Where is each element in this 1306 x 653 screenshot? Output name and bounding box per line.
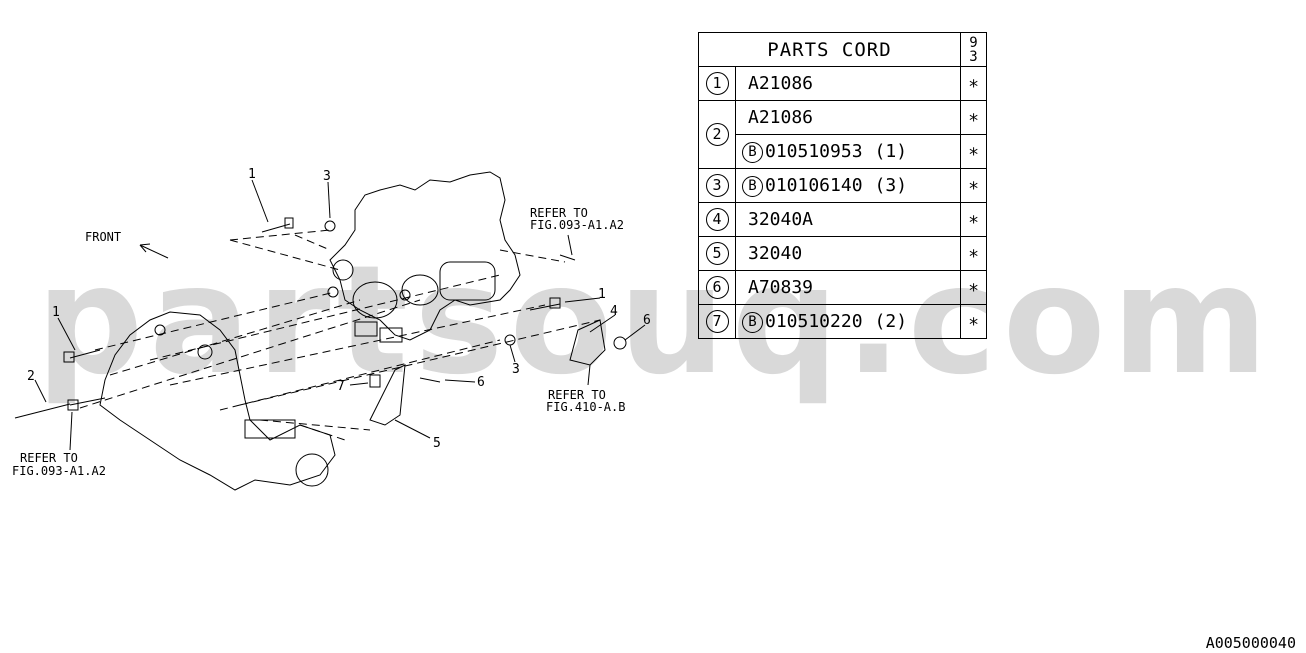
applicability-mark: ∗ bbox=[960, 270, 987, 305]
callout-6-mid: 6 bbox=[477, 375, 485, 390]
refer-top-line1: REFER TO bbox=[530, 206, 588, 220]
table-row: 1 A21086 ∗ bbox=[698, 66, 987, 101]
transmission-outline bbox=[329, 171, 521, 341]
applicability-mark: ∗ bbox=[960, 236, 987, 271]
applicability-mark: ∗ bbox=[960, 66, 987, 101]
callout-2-left: 2 bbox=[27, 369, 35, 384]
table-header: PARTS CORD 9 3 bbox=[698, 32, 987, 67]
callout-5: 5 bbox=[433, 436, 441, 451]
part-code: 010106140 bbox=[765, 174, 863, 196]
part-qty: (1) bbox=[874, 140, 908, 162]
table-row: 5 32040 ∗ bbox=[698, 236, 987, 271]
ref-number: 1 bbox=[705, 72, 729, 95]
refer-left-line1: REFER TO bbox=[20, 451, 78, 465]
part-code: 32040A bbox=[748, 209, 814, 230]
year-bottom: 3 bbox=[969, 48, 978, 65]
refer-top-line2: FIG.093-A1.A2 bbox=[530, 218, 624, 232]
part-code: 010510220 bbox=[765, 310, 863, 332]
ref-number: 2 bbox=[705, 123, 729, 146]
part-code: A21086 bbox=[748, 73, 814, 94]
applicability-mark: ∗ bbox=[960, 100, 987, 135]
applicability-mark: ∗ bbox=[960, 304, 987, 339]
watermark: partsouq.com bbox=[36, 234, 1274, 408]
ref-number: 7 bbox=[705, 310, 729, 333]
table-title: PARTS CORD bbox=[698, 32, 961, 67]
callout-3-mid: 3 bbox=[512, 362, 520, 377]
year-top: 9 bbox=[969, 34, 978, 51]
refer-right-line2: FIG.410-A.B bbox=[546, 400, 625, 414]
callout-4: 4 bbox=[610, 304, 618, 319]
callout-3-top: 3 bbox=[323, 169, 331, 184]
callout-7: 7 bbox=[337, 379, 345, 394]
part-code: A70839 bbox=[748, 277, 814, 298]
part-code: A21086 bbox=[748, 107, 814, 128]
b-mark: B bbox=[742, 141, 763, 163]
callout-6-right: 6 bbox=[643, 313, 651, 328]
ref-number: 6 bbox=[705, 276, 729, 299]
applicability-mark: ∗ bbox=[960, 168, 987, 203]
b-mark: B bbox=[742, 311, 763, 333]
front-label: FRONT bbox=[85, 230, 121, 244]
callout-1-left: 1 bbox=[52, 305, 60, 320]
b-mark: B bbox=[742, 175, 763, 197]
refer-right-line1: REFER TO bbox=[548, 388, 606, 402]
callout-1-top: 1 bbox=[248, 167, 256, 182]
ref-number: 3 bbox=[705, 174, 729, 197]
engine-outline bbox=[99, 311, 336, 491]
refer-left-line2: FIG.093-A1.A2 bbox=[12, 464, 106, 478]
table-row: 4 32040A ∗ bbox=[698, 202, 987, 237]
callout-1-right: 1 bbox=[598, 287, 606, 302]
ref-number: 5 bbox=[705, 242, 729, 265]
part-code: 010510953 bbox=[765, 140, 863, 162]
table-row: 6 A70839 ∗ bbox=[698, 270, 987, 305]
part-qty: (3) bbox=[874, 174, 908, 196]
applicability-mark: ∗ bbox=[960, 202, 987, 237]
ref-number: 4 bbox=[705, 208, 729, 231]
figure-id: A005000040 bbox=[1205, 634, 1296, 652]
part-qty: (2) bbox=[874, 310, 908, 332]
applicability-mark: ∗ bbox=[960, 134, 987, 169]
year-header: 9 3 bbox=[960, 32, 987, 67]
part-code: 32040 bbox=[748, 243, 803, 264]
table-row: 2 A21086 ∗ bbox=[698, 100, 987, 169]
